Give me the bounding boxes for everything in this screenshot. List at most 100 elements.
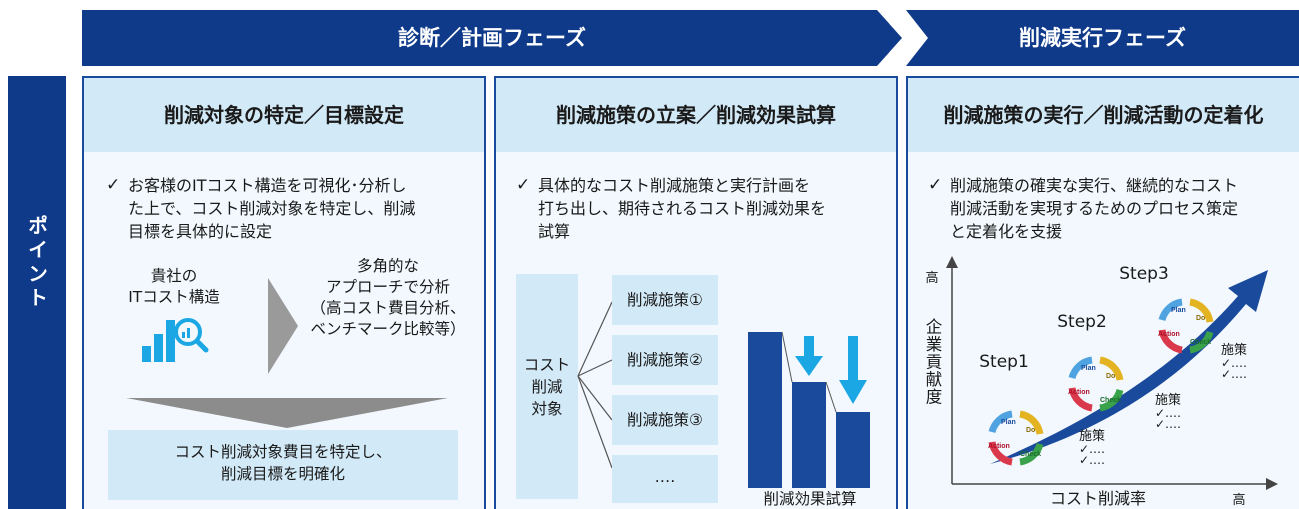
check-description: ✓ 具体的なコスト削減施策と実行計画を 打ち出し、期待されるコスト削減効果を 試… [516, 174, 888, 243]
branch-lines [577, 301, 613, 469]
result-box [108, 430, 458, 500]
panel-heading: 削減対象の特定／目標設定 [84, 78, 484, 152]
text-line: コスト [523, 356, 571, 374]
measure-tag: 施策 ✓‥‥ ✓‥‥ [1068, 429, 1116, 467]
check-description: ✓ 削減施策の確実な実行、継続的なコスト 削減活動を実現するためのプロセス策定 … [928, 174, 1295, 243]
cost-target-label: コスト 削減 対象 [516, 354, 578, 420]
growth-arrow [990, 270, 1268, 464]
svg-text:Action: Action [1158, 331, 1180, 338]
text-line: ITコスト構造 [128, 288, 220, 306]
check-line: お客様のITコスト構造を可視化･分析し [128, 176, 407, 195]
y-axis-label: 企業貢献度 [923, 318, 942, 406]
check-line: 削減活動を実現するためのプロセス策定 [950, 199, 1239, 218]
svg-text:Check: Check [1020, 451, 1041, 458]
measure-box [612, 335, 718, 385]
y-axis-arrowhead [946, 256, 958, 268]
check-icon: ✓ [106, 175, 121, 195]
measure-box [612, 455, 718, 503]
panel-execution: 削減施策の実行／削減活動の定着化 ✓ 削減施策の確実な実行、継続的なコスト 削減… [906, 76, 1299, 509]
measure-tag: 施策 ✓‥‥ ✓‥‥ [1210, 343, 1258, 381]
text-line: （高コスト費目分析、 [310, 299, 466, 317]
panel-measure-planning: 削減施策の立案／削減効果試算 ✓ 具体的なコスト削減施策と実行計画を 打ち出し、… [494, 76, 898, 509]
text-line: 多角的な [356, 257, 419, 275]
pdca-cycle-step2: Plan Do Check Action [1068, 356, 1124, 412]
text-line: ✓‥‥ ✓‥‥ [1078, 442, 1106, 467]
bar-baseline [748, 332, 782, 509]
result-text: コスト削減対象費目を特定し、 削減目標を明確化 [108, 441, 458, 485]
it-cost-structure-label: 貴社の ITコスト構造 [104, 266, 244, 308]
side-label-text: ポイント [24, 214, 49, 311]
text-line: 削減 [531, 378, 563, 396]
x-axis-label: コスト削減率 [1049, 489, 1146, 508]
panel-target-identification: 削減対象の特定／目標設定 ✓ お客様のITコスト構造を可視化･分析し た上で、コ… [82, 76, 486, 509]
text-line: 施策 [1078, 429, 1105, 444]
reduction-bar-chart [748, 331, 870, 509]
down-funnel-arrow [126, 398, 448, 428]
side-label-box: ポイント [8, 76, 66, 509]
svg-text:Plan: Plan [1081, 365, 1096, 372]
x-axis-high-label: 高 [1232, 493, 1246, 508]
multi-angle-analysis-text: 多角的な アプローチで分析 （高コスト費目分析、 ベンチマーク比較等） [288, 256, 484, 340]
measure-tag: 施策 ✓‥‥ ✓‥‥ [1144, 393, 1192, 431]
chart-magnifier-icon [142, 318, 209, 362]
check-line: た上で、コスト削減対象を特定し、削減 [128, 199, 416, 218]
measure-label: ‥‥ [654, 468, 676, 486]
phase-bar-execution: 削減実行フェーズ [906, 10, 1299, 66]
chevron-right-icon [268, 278, 298, 374]
step-label: Step1 [979, 352, 1029, 372]
text-line: コスト削減対象費目を特定し、 [174, 443, 392, 461]
svg-text:Plan: Plan [1001, 419, 1016, 426]
phase-arrow-shape [906, 10, 1299, 66]
contribution-chart: Plan Do Check Action Plan Do Check Actio… [946, 256, 1278, 490]
svg-text:Do: Do [1106, 373, 1115, 380]
measure-box [612, 395, 718, 445]
svg-text:Action: Action [1068, 389, 1090, 396]
cost-target-box [516, 274, 578, 499]
check-line: 打ち出し、期待されるコスト削減効果を [538, 199, 827, 218]
phase-bar-diagnosis: 診断／計画フェーズ [82, 10, 902, 66]
text-line: ✓‥‥ ✓‥‥ [1154, 406, 1182, 431]
check-icon: ✓ [928, 175, 943, 195]
x-axis-arrowhead [1266, 478, 1278, 490]
svg-text:Do: Do [1026, 427, 1035, 434]
svg-text:Do: Do [1196, 315, 1205, 322]
chart-caption-box [748, 488, 872, 509]
text-line: ✓‥‥ ✓‥‥ [1220, 356, 1248, 381]
pdca-cycle-step1: Plan Do Check Action [988, 410, 1044, 466]
measure-box [612, 275, 718, 325]
text-line: 貴社の [150, 267, 198, 285]
measure-label: 削減施策③ [627, 411, 703, 429]
check-line: 削減施策の確実な実行、継続的なコスト [950, 176, 1239, 195]
check-line: 目標を具体的に設定 [128, 222, 273, 241]
measure-label: 削減施策① [627, 291, 703, 309]
text-line: 対象 [531, 400, 563, 418]
step-label: Step3 [1119, 264, 1169, 284]
check-line: 試算 [538, 222, 571, 241]
phase-title-execution: 削減実行フェーズ [1019, 26, 1186, 50]
text-line: アプローチで分析 [325, 278, 450, 296]
check-line: と定着化を支援 [950, 222, 1063, 241]
phase-arrow-shape [82, 10, 902, 66]
text-line: ベンチマーク比較等） [310, 320, 466, 338]
measure-label: 削減施策② [627, 351, 703, 369]
text-line: 施策 [1154, 393, 1181, 408]
svg-text:Check: Check [1190, 339, 1211, 346]
check-icon: ✓ [516, 175, 531, 195]
text-line: 施策 [1220, 343, 1247, 358]
phase-title-diagnosis: 診断／計画フェーズ [398, 26, 586, 50]
panel-heading: 削減施策の立案／削減効果試算 [496, 78, 896, 152]
y-axis-high-label: 高 [925, 271, 939, 286]
step-label: Step2 [1057, 312, 1107, 332]
check-line: 具体的なコスト削減施策と実行計画を [538, 176, 811, 195]
pdca-cycle-step3: Plan Do Check Action [1158, 298, 1214, 354]
panel-heading: 削減施策の実行／削減活動の定着化 [908, 78, 1299, 152]
chart-caption: 削減効果試算 [763, 490, 857, 508]
svg-text:Plan: Plan [1171, 307, 1186, 314]
svg-text:Action: Action [988, 443, 1010, 450]
check-description: ✓ お客様のITコスト構造を可視化･分析し た上で、コスト削減対象を特定し、削減… [106, 174, 478, 243]
bar-after-step1 [792, 382, 826, 509]
text-line: 削減目標を明確化 [220, 465, 345, 483]
down-arrow-icon [839, 336, 867, 404]
down-arrow-icon [795, 336, 823, 376]
svg-text:Check: Check [1100, 397, 1121, 404]
